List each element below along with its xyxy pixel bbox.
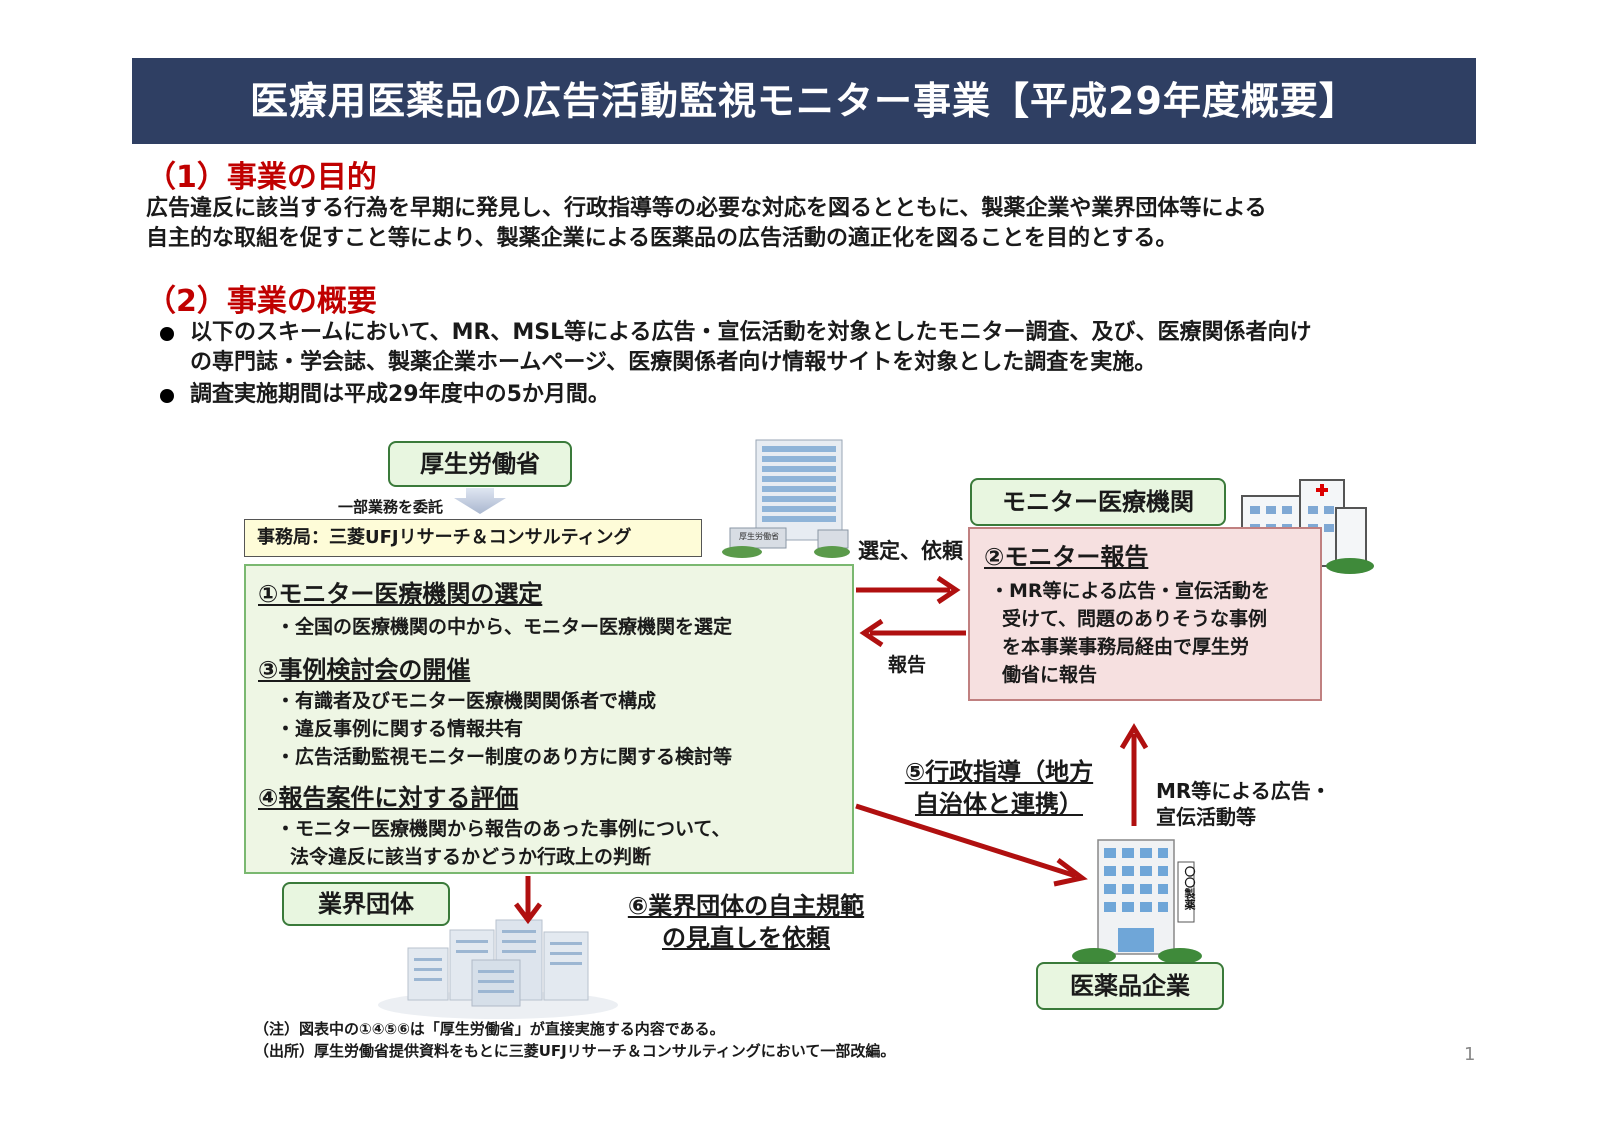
guidance-line: ⑤行政指導（地方 [904,758,1094,786]
item3-line: ・違反事例に関する情報共有 [276,718,524,740]
bullet-dot-icon [160,389,174,403]
industry-arrow-head-icon [514,902,542,925]
item1-line: ・全国の医療機関の中から、モニター医療機関を選定 [276,616,733,638]
bullet-line: 調査実施期間は平成29年度中の5か月間。 [190,382,610,407]
mhlw-building-sign: 厚生労働省 [739,532,779,541]
delegate-arrow-icon [454,488,506,514]
report-arrow-head-icon [859,618,884,648]
review-line: ⑥業界団体の自主規範 [627,892,865,920]
guidance-arrow-head-icon [1053,858,1088,887]
report-line: 働省に報告 [1002,664,1098,686]
report-line: 受けて、問題のありそうな事例 [1002,608,1268,630]
mr-activity-line: 宣伝活動等 [1156,805,1256,829]
mr-activity-arrow-head-icon [1119,723,1149,750]
monitor-report-box: ②モニター報告 ・MR等による広告・宣伝活動を 受けて、問題のありそうな事例 を… [968,527,1322,701]
review-label: ⑥業界団体の自主規範 の見直しを依頼 [604,890,888,954]
bullet-item: 以下のスキームにおいて、MR、MSL等による広告・宣伝活動を対象としたモニター調… [160,318,1460,378]
report-line: を本事業事務局経由で厚生労 [1002,636,1250,658]
item1-heading: ①モニター医療機関の選定 [258,580,543,608]
mhlw-building-icon [722,439,850,558]
page-number: 1 [1464,1044,1476,1065]
mr-activity-label: MR等による広告・ 宣伝活動等 [1156,778,1331,830]
section1-line: 広告違反に該当する行為を早期に発見し、行政指導等の必要な対応を図るとともに、製薬… [146,196,1267,221]
item3-line: ・有識者及びモニター医療機関関係者で構成 [276,690,657,712]
item3-heading: ③事例検討会の開催 [258,656,471,684]
bullet-line: 以下のスキームにおいて、MR、MSL等による広告・宣伝活動を対象としたモニター調… [190,320,1312,345]
mr-activity-line: MR等による広告・ [1156,779,1331,803]
pharma-building-icon [1072,839,1202,964]
section2-heading: （2）事業の概要 [146,284,377,319]
guidance-arrow-icon [855,803,1077,879]
industry-buildings-icon [378,919,618,1019]
report-text: ・MR等による広告・宣伝活動を 受けて、問題のありそうな事例 を本事業事務局経由… [990,577,1270,689]
industry-label: 業界団体 [282,882,450,926]
footnote: （注）図表中の①④⑤⑥は「厚生労働省」が直接実施する内容である。 [254,1020,725,1038]
select-arrow-head-icon [936,575,961,605]
section1-line: 自主的な取組を促すこと等により、製薬企業による医薬品の広告活動の適正化を図ること… [146,226,1178,251]
pharma-building-sign: 〇〇製薬 [1183,866,1196,910]
monitor-institution-label: モニター医療機関 [970,478,1226,526]
report-line: ・MR等による広告・宣伝活動を [990,580,1270,602]
guidance-label: ⑤行政指導（地方 自治体と連携） [884,756,1114,820]
pharma-label: 医薬品企業 [1036,962,1224,1010]
bullet-item: 調査実施期間は平成29年度中の5か月間。 [160,380,610,410]
bullet-line: の専門誌・学会誌、製薬企業ホームページ、医療関係者向け情報サイトを対象とした調査… [190,350,1157,375]
mhlw-label: 厚生労働省 [388,441,572,487]
item4-line: 法令違反に該当するかどうか行政上の判断 [290,846,652,868]
review-line: の見直しを依頼 [662,924,830,952]
footnote: （出所）厚生労働省提供資料をもとに三菱UFJリサーチ＆コンサルティングにおいて一… [254,1042,896,1060]
section1-text: 広告違反に該当する行為を早期に発見し、行政指導等の必要な対応を図るとともに、製薬… [146,194,1267,254]
section1-heading: （1）事業の目的 [146,160,377,195]
item4-line: ・モニター医療機関から報告のあった事例について、 [276,818,731,840]
select-request-label: 選定、依頼 [858,539,963,563]
ministry-tasks-box: ①モニター医療機関の選定 ・全国の医療機関の中から、モニター医療機関を選定 ③事… [244,564,854,874]
report-heading: ②モニター報告 [984,543,1149,571]
page-title: 医療用医薬品の広告活動監視モニター事業【平成29年度概要】 [132,58,1476,144]
guidance-line: 自治体と連携） [915,790,1083,818]
item4-heading: ④報告案件に対する評価 [258,784,519,812]
item3-line: ・広告活動監視モニター制度のあり方に関する検討等 [276,746,733,768]
delegate-label: 一部業務を委託 [338,498,444,516]
secretariat-box: 事務局：三菱UFJリサーチ＆コンサルティング [244,519,702,557]
report-label: 報告 [888,654,927,676]
bullet-dot-icon [160,327,174,341]
